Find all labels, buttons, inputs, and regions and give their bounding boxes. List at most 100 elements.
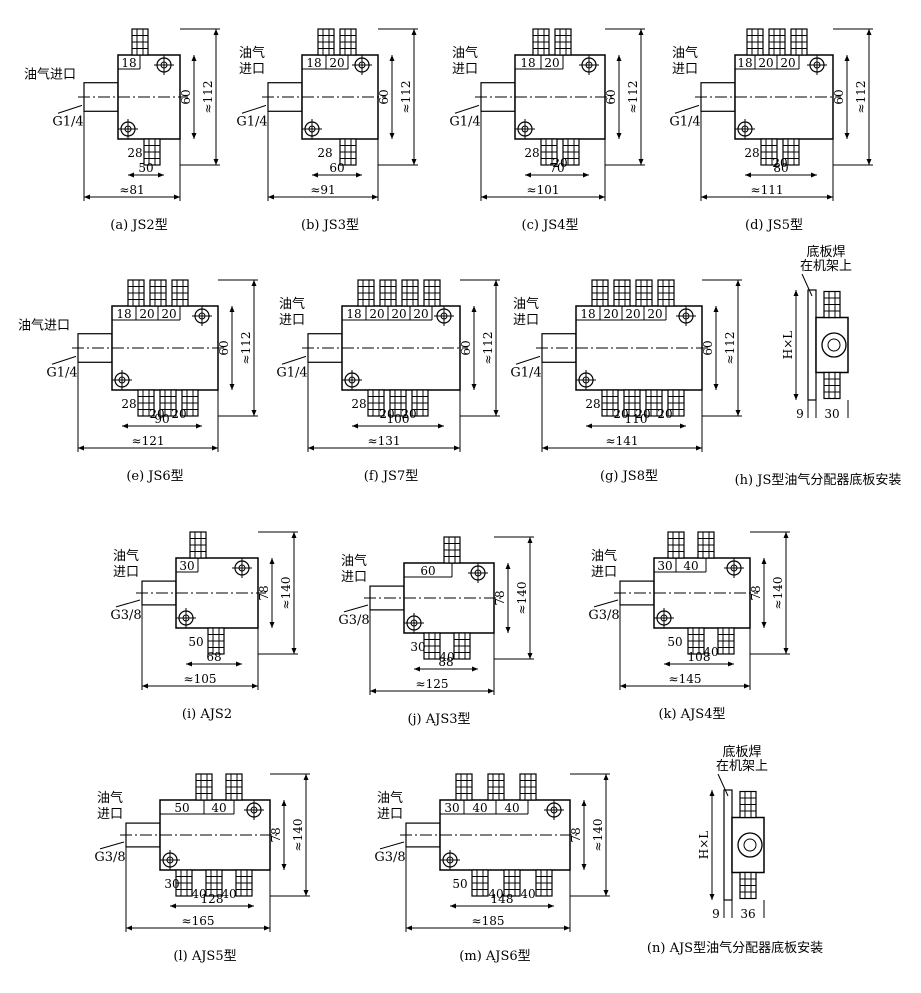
dimension-arrowhead xyxy=(406,925,412,931)
top-pitch-dimension-0: 30 xyxy=(657,559,672,573)
inlet-leader xyxy=(343,604,369,613)
dimension-arrowhead xyxy=(638,29,644,35)
inlet-thread-label: G3/8 xyxy=(338,613,369,628)
bottom-pitch-dimension-1: 40 xyxy=(488,887,503,901)
caption-f: (f) JS7型 xyxy=(364,469,418,484)
plate-note-line1: 底板焊 xyxy=(722,744,761,760)
dimension-arrowhead xyxy=(372,194,378,200)
total-height-dimension: ≈140 xyxy=(279,577,293,610)
inlet-leader xyxy=(454,104,480,114)
hole-spacing-dimension: 60 xyxy=(329,161,344,175)
inlet-leader xyxy=(51,355,77,365)
dimension-arrowhead xyxy=(505,563,511,569)
top-pitch-dimension-3: 20 xyxy=(413,307,428,321)
total-height-dimension: ≈140 xyxy=(591,819,605,852)
dimension-arrowhead xyxy=(745,172,751,178)
dimension-arrowhead xyxy=(680,423,686,429)
dimension-arrowhead xyxy=(583,172,589,178)
dimension-arrowhead xyxy=(370,688,376,694)
bottom-pitch-dimension-2: 20 xyxy=(635,407,650,421)
inlet-thread-label: G3/8 xyxy=(94,850,125,865)
inlet-label-line2: 进口 xyxy=(377,807,403,822)
hxl-dimension: H×L xyxy=(697,831,711,860)
caption-l: (l) AJS5型 xyxy=(173,949,236,964)
dimension-arrowhead xyxy=(126,925,132,931)
inlet-thread-label: G1/4 xyxy=(510,365,541,380)
total-height-dimension: ≈112 xyxy=(626,81,640,114)
plate-thickness-dimension: 9 xyxy=(712,907,720,921)
dimension-arrowhead xyxy=(527,537,533,543)
overall-length-dimension: ≈101 xyxy=(527,183,560,197)
dimension-arrowhead xyxy=(701,194,707,200)
top-pitch-dimension-0: 18 xyxy=(116,307,131,321)
inlet-label-line2: 进口 xyxy=(113,565,139,580)
dimension-arrowhead xyxy=(122,423,128,429)
hole-spacing-dimension: 108 xyxy=(688,650,711,664)
dimension-arrowhead xyxy=(411,159,417,165)
inlet-label-line2: 进口 xyxy=(452,62,478,77)
dimension-arrowhead xyxy=(844,133,850,139)
bottom-pitch-dimension-2: 40 xyxy=(221,887,236,901)
dimension-arrowhead xyxy=(603,774,609,780)
inlet-label-line1: 油气 xyxy=(113,548,139,564)
overall-length-dimension: ≈145 xyxy=(669,672,702,686)
distributor-body-side xyxy=(731,816,765,874)
bottom-pitch-dimension-1: 20 xyxy=(613,407,628,421)
inlet-label: 油气进口 xyxy=(18,318,70,334)
dimension-arrowhead xyxy=(471,306,477,312)
dimension-arrowhead xyxy=(281,800,287,806)
body-width-dimension: 36 xyxy=(740,907,755,921)
body-height-dimension: 60 xyxy=(832,89,846,104)
caption-c: (c) JS4型 xyxy=(522,218,579,233)
overall-length-dimension: ≈141 xyxy=(606,434,639,448)
bottom-pitch-dimension-0: 50 xyxy=(667,635,682,649)
dimension-arrowhead xyxy=(564,925,570,931)
inlet-leader xyxy=(674,104,700,114)
dimension-arrowhead xyxy=(620,683,626,689)
dimension-arrowhead xyxy=(581,864,587,870)
dimension-arrowhead xyxy=(291,532,297,538)
top-pitch-dimension-1: 40 xyxy=(683,559,698,573)
dimension-arrowhead xyxy=(269,558,275,564)
plate-note-line2: 在机架上 xyxy=(800,259,852,274)
dimension-arrowhead xyxy=(505,627,511,633)
bottom-pitch-dimension-2: 40 xyxy=(520,887,535,901)
dimension-arrowhead xyxy=(696,445,702,451)
caption-a: (a) JS2型 xyxy=(110,218,167,233)
overall-length-dimension: ≈81 xyxy=(119,183,144,197)
inlet-port-core xyxy=(743,838,757,852)
dimension-arrowhead xyxy=(599,194,605,200)
body-height-dimension: 78 xyxy=(749,585,763,600)
top-pitch-dimension-0: 50 xyxy=(174,801,189,815)
caption-n: (n) AJS型油气分配器底板安装 xyxy=(647,940,823,956)
inlet-thread-label: G3/8 xyxy=(588,608,619,623)
dimension-arrowhead xyxy=(713,306,719,312)
top-pitch-dimension-0: 30 xyxy=(179,559,194,573)
dimension-arrowhead xyxy=(761,558,767,564)
hole-spacing-dimension: 90 xyxy=(154,412,169,426)
inlet-leader xyxy=(379,841,405,850)
plate-thickness-dimension: 9 xyxy=(796,407,804,421)
top-pitch-dimension-0: 18 xyxy=(580,307,595,321)
inlet-label-line2: 进口 xyxy=(97,807,123,822)
dimension-arrowhead xyxy=(252,683,258,689)
dimension-arrowhead xyxy=(212,445,218,451)
dimension-arrowhead xyxy=(308,445,314,451)
dimension-arrowhead xyxy=(196,423,202,429)
dimension-arrowhead xyxy=(735,280,741,286)
hole-spacing-dimension: 80 xyxy=(773,161,788,175)
bottom-pitch-dimension-1: 20 xyxy=(149,407,164,421)
distributor-body-side xyxy=(815,316,849,374)
top-pitch-dimension-1: 20 xyxy=(329,56,344,70)
plate-note-line2: 在机架上 xyxy=(716,759,768,774)
bottom-pitch-dimension-0: 50 xyxy=(188,635,203,649)
caption-b: (b) JS3型 xyxy=(301,218,359,233)
base-plate xyxy=(723,789,733,901)
